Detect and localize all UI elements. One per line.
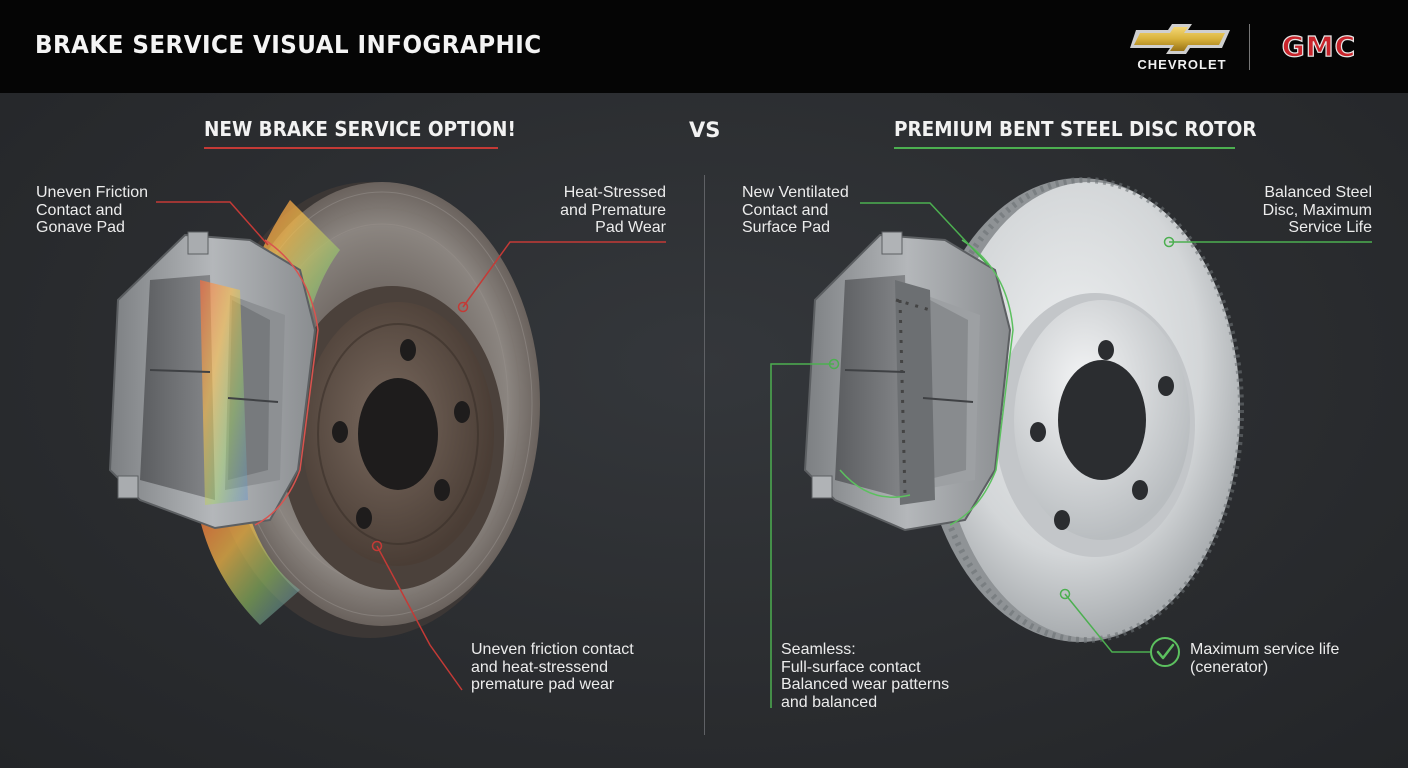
vs-label: VS: [689, 118, 721, 142]
chevrolet-wordmark: CHEVROLET: [1137, 57, 1227, 72]
gmc-logo: GMC: [1281, 31, 1356, 61]
callout-dot-icon: [1059, 588, 1071, 600]
left-callout-lines: [156, 201, 666, 691]
new-caliper-illustration: [803, 231, 1014, 532]
callout-dot-icon: [828, 358, 840, 370]
brand-divider: [1249, 24, 1250, 70]
right-title-underline: [894, 147, 1235, 149]
left-bottom-label: Uneven friction contact and heat-stresse…: [471, 641, 634, 693]
left-section-title: NEW BRAKE SERVICE OPTION!: [204, 117, 516, 141]
center-divider: [704, 175, 705, 735]
left-upper-left-label: Uneven Friction Contact and Gonave Pad: [36, 184, 149, 236]
callout-dot-icon: [457, 301, 469, 313]
callout-dot-icon: [1163, 236, 1175, 248]
check-circle-icon: [1150, 637, 1180, 667]
left-upper-right-label: Heat-Stressed and Premature Pad Wear: [560, 184, 666, 236]
new-rotor-illustration: [920, 177, 1244, 643]
right-callout-lines: [770, 202, 1372, 708]
right-upper-left-label: New Ventilated Contact and Surface Pad: [742, 184, 849, 236]
gmc-wordmark: GMC: [1282, 31, 1356, 61]
chevrolet-bowtie-logo: [1130, 24, 1230, 54]
right-upper-right-label: Balanced Steel Disc, Maximum Service Lif…: [1262, 184, 1372, 236]
right-section-title: PREMIUM BENT STEEL DISC ROTOR: [894, 117, 1257, 141]
right-bottom-left-label: Seamless: Full-surface contact Balanced …: [781, 641, 950, 711]
page-title: BRAKE SERVICE VISUAL INFOGRAPHIC: [35, 30, 542, 59]
right-bottom-right-label: Maximum service life (cenerator): [1190, 641, 1340, 676]
left-title-underline: [204, 147, 498, 149]
worn-caliper-illustration: [108, 231, 319, 530]
callout-dot-icon: [371, 540, 383, 552]
